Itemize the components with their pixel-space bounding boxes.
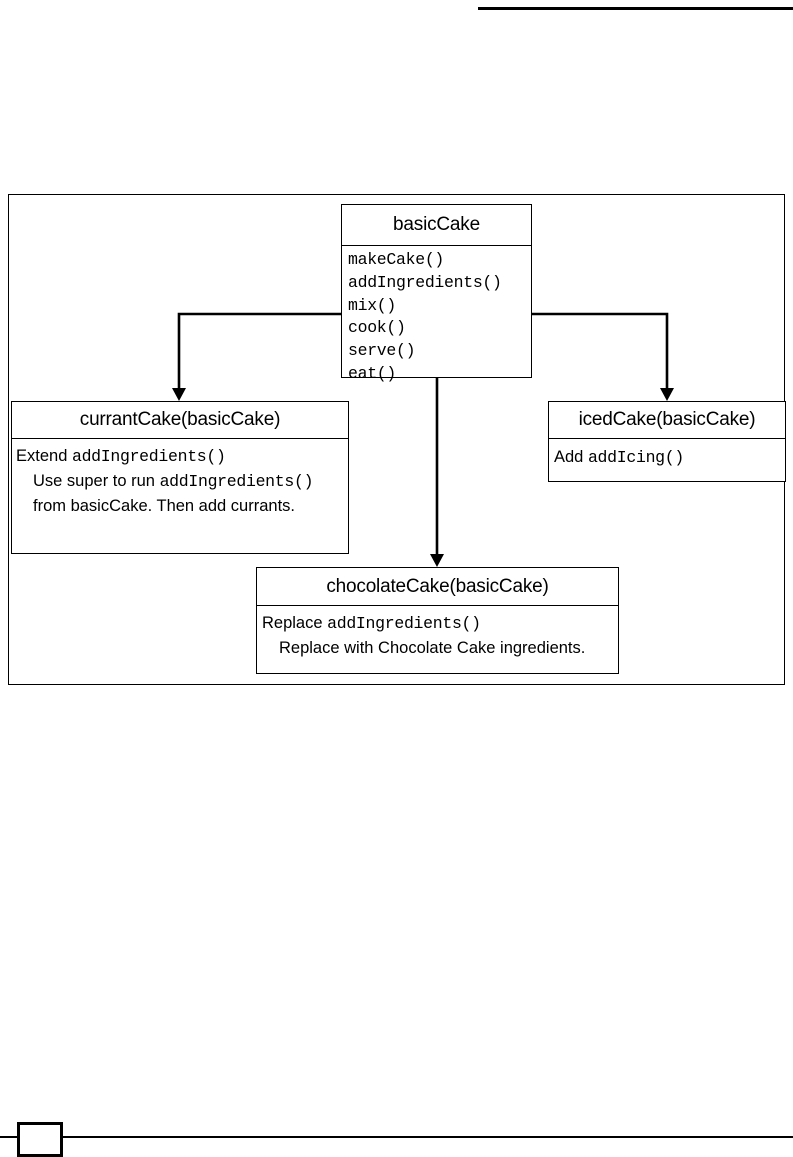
method-makecake: makeCake()	[348, 250, 445, 269]
method-cook: cook()	[348, 318, 406, 338]
chocolatecake-line-2-prose: Replace with Chocolate Cake ingredients.	[279, 639, 586, 657]
currantcake-line-1: Extend addIngredients()	[16, 444, 348, 469]
diagram-frame: basicCake makeCake() addIngredients() mi…	[8, 194, 786, 685]
class-box-icedcake[interactable]: icedCake(basicCake) Add addIcing()	[548, 401, 786, 482]
class-title-basiccake: basicCake	[342, 205, 531, 246]
class-box-chocolatecake[interactable]: chocolateCake(basicCake) Replace addIngr…	[256, 567, 619, 674]
icedcake-line-1-prose: Add	[554, 448, 588, 466]
connector-basic-to-iced	[532, 312, 674, 401]
method-addingredients: addIngredients()	[348, 272, 502, 292]
chocolatecake-line-1-code: addIngredients()	[327, 614, 481, 633]
bottom-page-rule	[0, 1136, 793, 1138]
currantcake-line-1-code: addIngredients()	[71, 447, 226, 466]
class-title-chocolatecake: chocolateCake(basicCake)	[257, 568, 618, 606]
connector-basic-to-chocolate	[430, 378, 444, 567]
currantcake-line-2: Use super to run addIngredients()	[16, 469, 348, 494]
connector-basic-to-currant	[172, 312, 341, 401]
chocolatecake-line-1: Replace addIngredients()	[262, 611, 618, 636]
connector-layer	[172, 312, 674, 567]
method-serve: serve()	[348, 341, 416, 361]
class-members-basiccake: makeCake() addIngredients() mix() cook()…	[342, 246, 531, 386]
currantcake-line-3-prose: from basicCake. Then add currants.	[33, 497, 295, 515]
class-title-icedcake: icedCake(basicCake)	[549, 402, 785, 439]
class-body-icedcake: Add addIcing()	[549, 439, 785, 470]
method-mix: mix()	[348, 295, 397, 315]
chocolatecake-line-1-prose: Replace	[262, 614, 328, 632]
currantcake-line-2-prose: Use super to run	[33, 472, 160, 490]
currantcake-line-3: from basicCake. Then add currants.	[16, 494, 348, 519]
icedcake-line-1-code: addIcing()	[587, 448, 684, 467]
method-eat: eat()	[348, 363, 397, 383]
class-box-basiccake[interactable]: basicCake makeCake() addIngredients() mi…	[341, 204, 532, 383]
chocolatecake-line-2: Replace with Chocolate Cake ingredients.	[262, 636, 618, 661]
class-box-currantcake[interactable]: currantCake(basicCake) Extend addIngredi…	[11, 401, 349, 554]
class-body-chocolatecake: Replace addIngredients() Replace with Ch…	[257, 606, 618, 661]
class-body-currantcake: Extend addIngredients() Use super to run…	[12, 439, 348, 519]
class-title-currantcake: currantCake(basicCake)	[12, 402, 348, 439]
currantcake-line-1-prose: Extend	[16, 447, 72, 465]
top-page-rule	[478, 7, 793, 10]
icedcake-line-1: Add addIcing()	[554, 445, 785, 470]
currantcake-line-2-code: addIngredients()	[159, 472, 314, 491]
